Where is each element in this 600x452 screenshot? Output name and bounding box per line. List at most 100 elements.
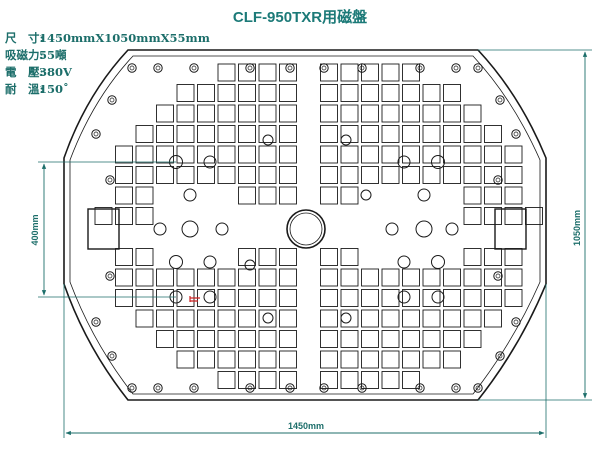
pole-cell — [238, 166, 256, 184]
pole-cell — [463, 248, 482, 266]
pole-cell — [115, 289, 133, 307]
pole-cell — [340, 186, 359, 205]
pole-cell — [197, 330, 215, 348]
mounting-hole — [203, 290, 217, 304]
dim-1050-label: 1050mm — [572, 210, 582, 246]
pole-cell — [217, 125, 236, 143]
pole-cell — [402, 145, 420, 164]
pole-cell — [176, 330, 195, 348]
perimeter-bolt-core — [287, 65, 293, 71]
perimeter-bolt — [105, 175, 115, 185]
mounting-hole — [397, 290, 411, 304]
mounting-hole — [385, 222, 399, 236]
spec-temperature: 耐 溫:150˚ — [5, 81, 69, 97]
spec-temperature-label: 耐 溫: — [5, 82, 44, 96]
perimeter-bolt-core — [109, 353, 115, 359]
perimeter-bolt-core — [513, 319, 519, 325]
pole-cell — [135, 207, 154, 225]
pole-cell — [443, 289, 461, 307]
perimeter-bolt — [473, 383, 483, 393]
pole-cell — [238, 268, 256, 287]
pole-cell — [156, 330, 174, 348]
pole-cell — [443, 309, 461, 328]
mounting-hole — [203, 255, 217, 269]
pole-cell — [217, 289, 236, 307]
pole-cell — [402, 289, 420, 307]
pole-cell — [340, 63, 359, 82]
pole-cell — [320, 289, 338, 307]
spec-size: 尺 寸:1450mmX1050mmX55mm — [5, 30, 210, 46]
pole-cell — [443, 125, 461, 143]
pole-cell — [443, 166, 461, 184]
mounting-hole — [360, 189, 372, 201]
perimeter-bolt — [91, 317, 101, 327]
perimeter-bolt-core — [475, 385, 481, 391]
mounting-hole — [169, 255, 183, 269]
dim-400-label: 400mm — [30, 214, 40, 245]
left-mount-block — [87, 208, 120, 250]
mounting-hole — [203, 155, 217, 169]
perimeter-bolt — [107, 95, 117, 105]
pole-cell — [115, 268, 133, 287]
pole-cell — [279, 248, 297, 266]
pole-cell — [156, 309, 174, 328]
perimeter-bolt-core — [129, 65, 135, 71]
pole-cell — [463, 268, 482, 287]
perimeter-bolt — [245, 383, 255, 393]
pole-cell — [135, 125, 154, 143]
pole-cell — [217, 309, 236, 328]
pole-cell — [463, 104, 482, 123]
pole-cell — [279, 104, 297, 123]
pole-cell — [279, 166, 297, 184]
perimeter-bolt-core — [497, 353, 503, 359]
perimeter-bolt — [415, 383, 425, 393]
pole-cell — [279, 145, 297, 164]
pole-cell — [340, 145, 359, 164]
pole-cell — [422, 289, 441, 307]
pole-cell — [217, 330, 236, 348]
pole-cell — [217, 350, 236, 369]
pole-cell — [402, 268, 420, 287]
pole-cell — [361, 125, 379, 143]
pole-cell — [135, 166, 154, 184]
pole-cell — [320, 248, 338, 266]
pole-cell — [279, 125, 297, 143]
pole-cell — [238, 289, 256, 307]
perimeter-bolt — [493, 271, 503, 281]
pole-cell — [258, 330, 277, 348]
spec-magnetic-force-value: 55噸 — [39, 48, 67, 62]
pole-cell — [381, 330, 400, 348]
pole-cell — [381, 166, 400, 184]
perimeter-bolt-core — [497, 97, 503, 103]
pole-cell — [402, 125, 420, 143]
pole-cell — [484, 248, 502, 266]
pole-cell — [443, 145, 461, 164]
pole-cell — [258, 289, 277, 307]
perimeter-bolt-core — [247, 65, 253, 71]
pole-cell — [381, 63, 400, 82]
pole-cell — [258, 84, 277, 102]
pole-cell — [320, 330, 338, 348]
pole-cell — [402, 309, 420, 328]
pole-cell — [504, 289, 523, 307]
pole-cell — [504, 268, 523, 287]
pole-cell — [258, 145, 277, 164]
perimeter-bolt-core — [513, 131, 519, 137]
spec-voltage: 電 壓:380V — [5, 64, 72, 80]
pole-cell — [443, 268, 461, 287]
pole-cell — [238, 84, 256, 102]
dim-1450-label: 1450mm — [288, 421, 324, 431]
pole-cell — [381, 84, 400, 102]
pole-cell — [176, 125, 195, 143]
spec-magnetic-force-label: 吸磁力: — [5, 48, 44, 62]
pole-cell — [135, 268, 154, 287]
pole-cell — [279, 330, 297, 348]
spec-magnetic-force: 吸磁力:55噸 — [5, 47, 67, 63]
perimeter-bolt — [495, 351, 505, 361]
pole-cell — [320, 371, 338, 389]
perimeter-bolt-core — [495, 177, 501, 183]
perimeter-bolt-core — [191, 385, 197, 391]
pole-cell — [197, 145, 215, 164]
pole-cell — [361, 330, 379, 348]
pole-cell — [320, 63, 338, 82]
